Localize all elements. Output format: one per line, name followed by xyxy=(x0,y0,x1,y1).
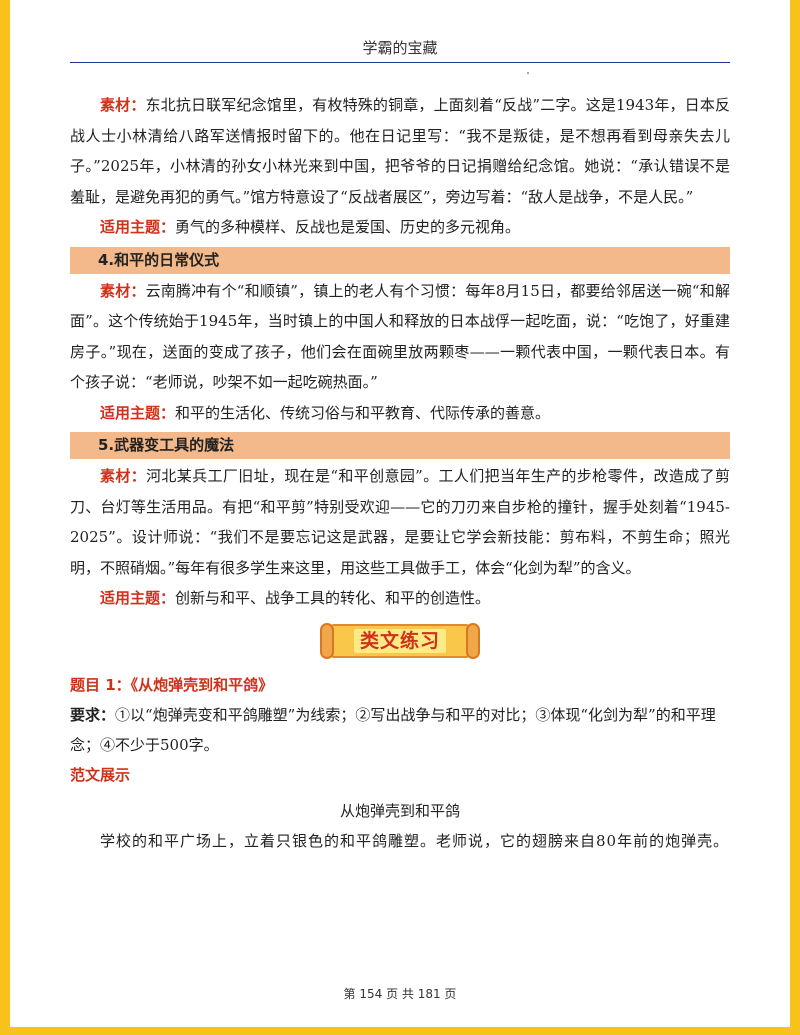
requirements-text: ①以“炮弹壳变和平鸽雕塑”为线索；②写出战争与和平的对比；③体现“化剑为犁”的和… xyxy=(70,705,716,754)
practice-banner-title: 类文练习 xyxy=(359,629,440,652)
page-footer: 第 154 页 共 181 页 xyxy=(343,987,457,1001)
essay-title: 从炮弹壳到和平鸽 xyxy=(339,801,460,820)
sample-essay-heading: 范文展示 xyxy=(70,765,131,784)
section-heading-4: 4.和平的日常仪式 xyxy=(70,246,730,274)
essay-first-paragraph: 学校的和平广场上，立着只银色的和平鸽雕塑。老师说，它的翅膀来自80年前的炮弹壳。 xyxy=(100,831,730,850)
scroll-inner-panel xyxy=(354,628,446,653)
requirements-paragraph: 要求：①以“炮弹壳变和平鸽雕塑”为线索；②写出战争与和平的对比；③体现“化剑为犁… xyxy=(70,700,730,760)
material-text: 云南腾冲有个“和顺镇”，镇上的老人有个习惯：每年8月15日，都要给邻居送一碗“和… xyxy=(70,281,730,392)
bottom-frame-bar xyxy=(0,1027,800,1035)
material-label: 素材： xyxy=(100,281,146,300)
practice-banner: 类文练习 xyxy=(70,620,730,666)
material-paragraph-3: 素材：东北抗日联军纪念馆里，有枚特殊的铜章，上面刻着“反战”二字。这是1943年… xyxy=(70,90,730,212)
theme-label: 适用主题： xyxy=(100,403,176,422)
material-paragraph-5: 素材：河北某兵工厂旧址，现在是“和平创意园”。工人们把当年生产的步枪零件，改造成… xyxy=(70,461,730,583)
theme-paragraph-3: 适用主题：勇气的多种模样、反战也是爱国、历史的多元视角。 xyxy=(70,212,730,243)
right-frame-bar xyxy=(790,0,800,1035)
material-text: 河北某兵工厂旧址，现在是“和平创意园”。工人们把当年生产的步枪零件，改造成了剪刀… xyxy=(70,467,730,577)
requirements-label: 要求： xyxy=(70,705,116,724)
document-body: 素材：东北抗日联军纪念馆里，有枚特殊的铜章，上面刻着“反战”二字。这是1943年… xyxy=(70,90,730,856)
theme-paragraph-4: 适用主题：和平的生活化、传统习俗与和平教育、代际传承的善意。 xyxy=(70,398,730,429)
scroll-roll-right-icon xyxy=(466,622,480,659)
scroll-banner-icon: 类文练习 xyxy=(320,622,480,659)
material-text: 东北抗日联军纪念馆里，有枚特殊的铜章，上面刻着“反战”二字。这是1943年，日本… xyxy=(70,96,730,206)
material-paragraph-4: 素材：云南腾冲有个“和顺镇”，镇上的老人有个习惯：每年8月15日，都要给邻居送一… xyxy=(70,276,730,398)
material-label: 素材： xyxy=(100,96,146,114)
header-divider xyxy=(70,62,730,63)
practice-topic: 题目 1：《从炮弹壳到和平鸽》 xyxy=(70,675,274,694)
section-heading-5: 5.武器变工具的魔法 xyxy=(70,432,730,459)
material-label: 素材： xyxy=(100,467,147,485)
theme-text: 勇气的多种模样、反战也是爱国、历史的多元视角。 xyxy=(175,218,521,236)
left-frame-bar xyxy=(0,0,10,1035)
theme-text: 和平的生活化、传统习俗与和平教育、代际传承的善意。 xyxy=(175,403,551,422)
theme-paragraph-5: 适用主题：创新与和平、战争工具的转化、和平的创造性。 xyxy=(70,583,730,614)
theme-label: 适用主题： xyxy=(100,218,176,236)
header-dot-mark xyxy=(527,72,529,74)
theme-label: 适用主题： xyxy=(100,589,176,607)
scroll-roll-left-icon xyxy=(320,622,334,659)
theme-text: 创新与和平、战争工具的转化、和平的创造性。 xyxy=(175,589,491,607)
page-header-title: 学霸的宝藏 xyxy=(362,39,438,57)
